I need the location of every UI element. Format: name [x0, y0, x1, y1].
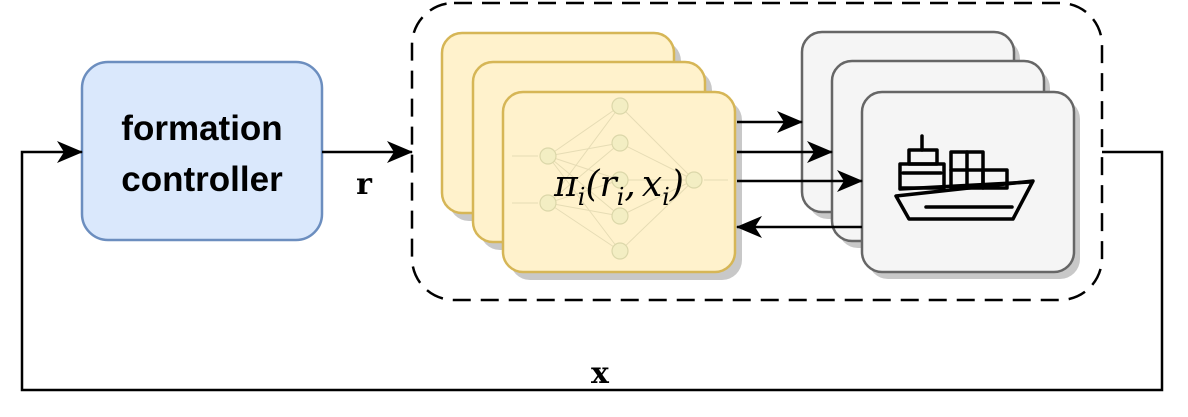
state-signal-label: x: [591, 356, 610, 391]
neural-network-icon: [512, 97, 728, 260]
policy-label: πi(ri,xi): [553, 164, 684, 211]
feedback-loop-line: [20, 141, 1164, 392]
cargo-ship-icon: [894, 134, 1035, 221]
reference-signal-label: r: [356, 167, 373, 202]
vessel-card-front: [860, 90, 1080, 279]
controller-label-line1: formation: [121, 109, 282, 148]
policy-card-front: πi(ri,xi): [501, 90, 742, 280]
controller-label-line2: controller: [121, 160, 283, 199]
formation-controller-block: formation controller: [80, 60, 324, 242]
